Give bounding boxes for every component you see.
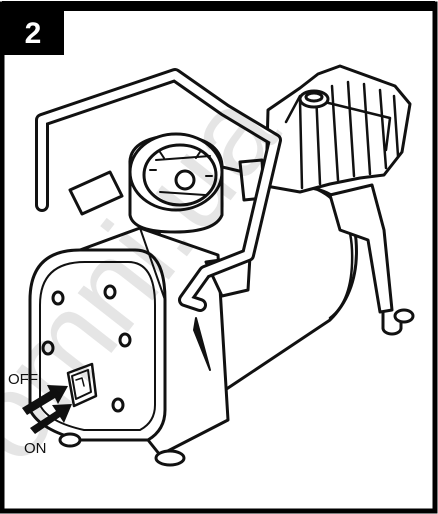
rear-feet <box>381 308 415 336</box>
pump-support <box>328 183 394 314</box>
cylinder-head <box>264 64 412 194</box>
power-switch <box>66 362 98 408</box>
cable-clip-point <box>193 317 211 371</box>
off-arrow <box>22 385 68 415</box>
front-feet <box>58 432 186 467</box>
left-support-post <box>68 170 124 216</box>
pressure-gauge <box>128 132 224 234</box>
off-label: OFF <box>8 371 38 388</box>
air-compressor-illustration <box>28 64 415 467</box>
on-label: ON <box>24 440 47 457</box>
on-arrow <box>30 404 72 434</box>
step-badge: 2 <box>2 5 64 55</box>
step-number: 2 <box>25 17 42 50</box>
carrying-handle <box>35 68 282 312</box>
